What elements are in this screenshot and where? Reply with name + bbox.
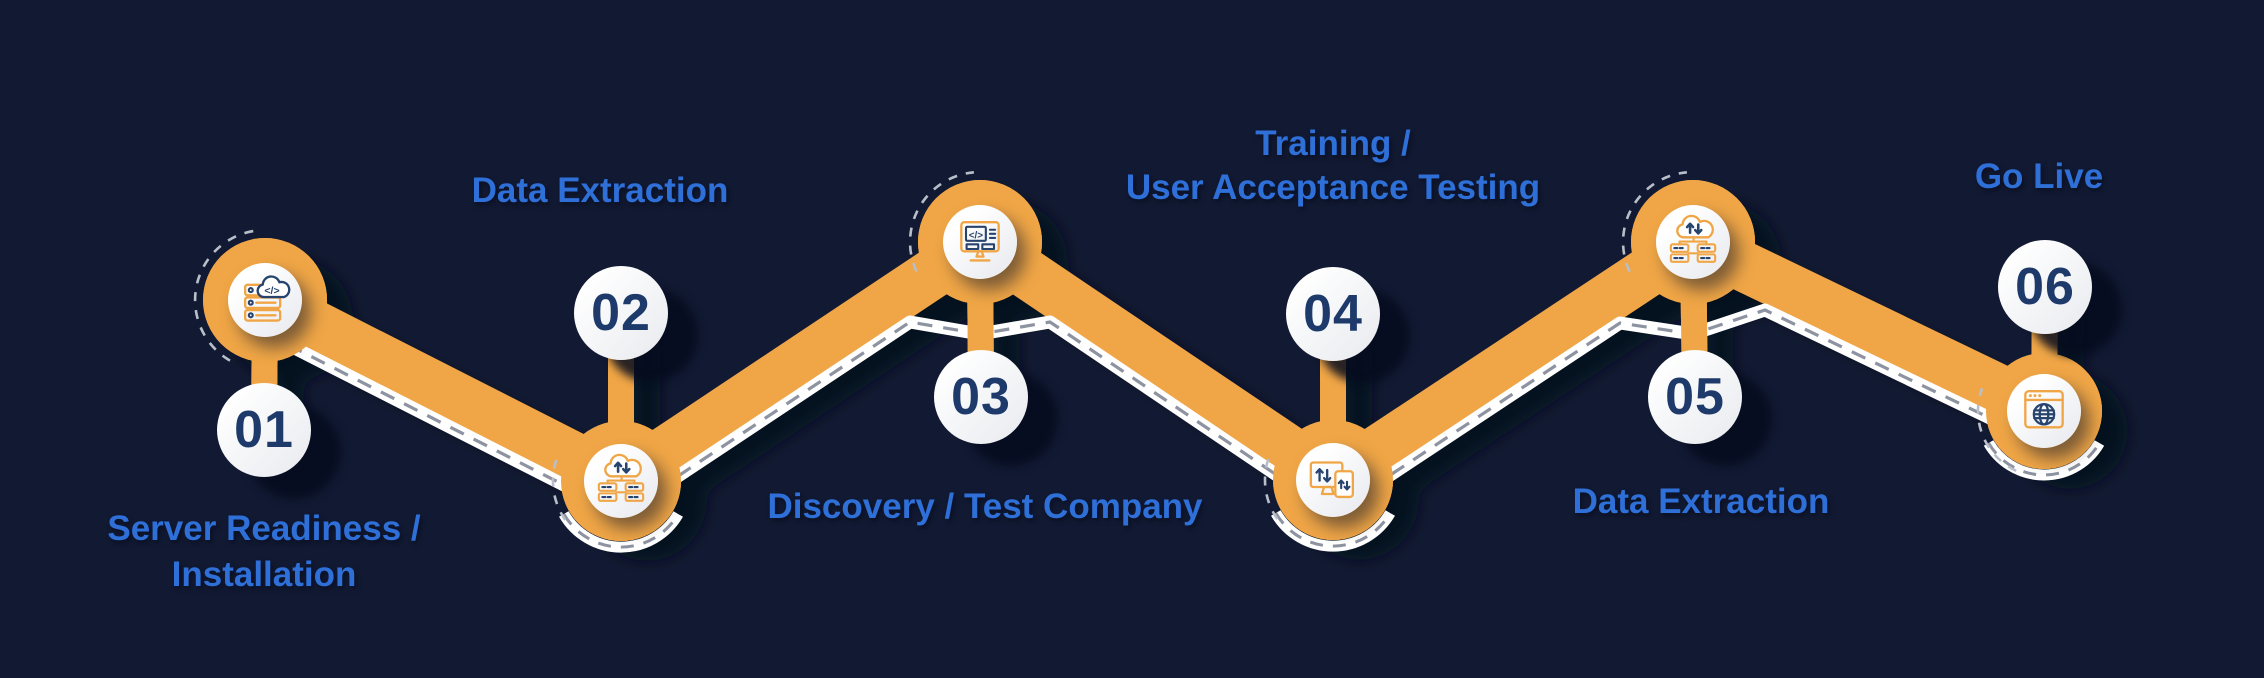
step3-number: 03 bbox=[951, 368, 1011, 426]
step4-label-line1: Training / bbox=[1255, 124, 1411, 163]
step5-label-line1: Data Extraction bbox=[1572, 482, 1830, 521]
step6-label: Go Live bbox=[1975, 154, 2103, 200]
step3-label-line1: Discovery / Test Company bbox=[767, 487, 1203, 526]
step5-number-badge: 05 bbox=[1648, 350, 1742, 444]
svg-text:</>: </> bbox=[264, 285, 279, 297]
step2-label: Data Extraction bbox=[472, 168, 729, 214]
step2-number-badge: 02 bbox=[574, 266, 668, 360]
browser-globe-icon bbox=[2024, 390, 2064, 429]
step4-label: Training / User Acceptance Testing bbox=[1126, 122, 1540, 210]
cloud-server-sync-icon bbox=[597, 453, 645, 502]
step5-icon-circle bbox=[1656, 205, 1730, 279]
road-arcs bbox=[559, 440, 2105, 553]
step6-number-badge: 06 bbox=[1998, 240, 2092, 334]
step6-label-line1: Go Live bbox=[1974, 157, 2104, 196]
step2-label-line1: Data Extraction bbox=[471, 171, 729, 210]
step6-icon-circle bbox=[2007, 374, 2081, 448]
device-sync-icon bbox=[1309, 461, 1354, 499]
step3-number-badge: 03 bbox=[934, 350, 1028, 444]
monitor-code-icon: </> bbox=[960, 221, 1000, 262]
step1-label-line1: Server Readiness / bbox=[107, 509, 421, 548]
step6-number: 06 bbox=[2015, 258, 2075, 316]
step2-icon-circle bbox=[584, 444, 658, 518]
step3-label: Discovery / Test Company bbox=[767, 484, 1202, 530]
server-cloud-code-icon: </> bbox=[244, 275, 291, 322]
step1-label: Server Readiness / Installation bbox=[107, 506, 420, 598]
step4-number-badge: 04 bbox=[1286, 267, 1380, 361]
step1-icon-circle: </> bbox=[228, 263, 302, 337]
step5-number: 05 bbox=[1665, 368, 1725, 426]
step2-number: 02 bbox=[591, 284, 651, 342]
step5-label: Data Extraction bbox=[1573, 479, 1830, 525]
step1-label-line2: Installation bbox=[171, 555, 357, 594]
step4-icon-circle bbox=[1296, 443, 1370, 517]
step4-number: 04 bbox=[1303, 285, 1363, 343]
cloud-server-sync-icon bbox=[1669, 214, 1717, 263]
decorative-dashed-arcs bbox=[193, 171, 2017, 521]
step3-icon-circle: </> bbox=[943, 205, 1017, 279]
step1-number-badge: 01 bbox=[217, 383, 311, 477]
step1-number: 01 bbox=[234, 401, 294, 459]
step4-label-line2: User Acceptance Testing bbox=[1125, 168, 1541, 207]
dashed-road bbox=[258, 303, 2051, 521]
svg-text:</>: </> bbox=[969, 230, 984, 241]
